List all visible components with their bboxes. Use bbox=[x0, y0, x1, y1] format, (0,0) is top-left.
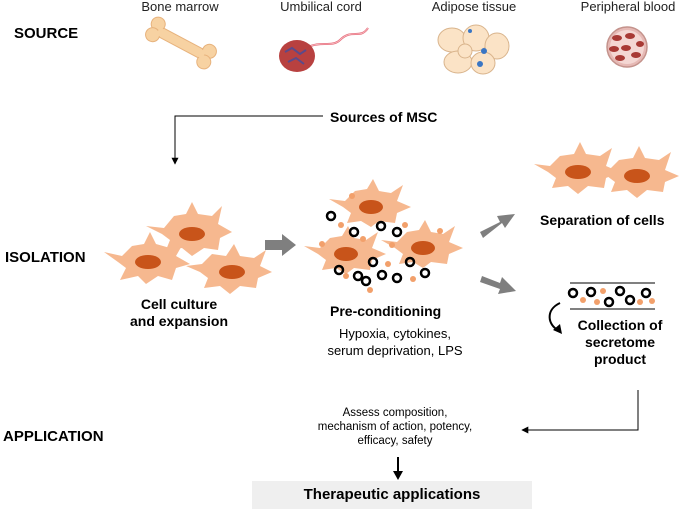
separation-label: Separation of cells bbox=[540, 212, 665, 228]
precond-dots bbox=[319, 193, 443, 293]
source-label-peripheral-blood: Peripheral blood bbox=[580, 0, 676, 14]
culture-label: Cell culture and expansion bbox=[124, 296, 234, 330]
source-label-umbilical-cord: Umbilical cord bbox=[280, 0, 362, 14]
precond-vesicles bbox=[325, 210, 431, 287]
down-arrow-therapeutic bbox=[393, 457, 403, 480]
collection-label-line1: Collection of bbox=[577, 317, 663, 333]
therapeutic-box bbox=[252, 481, 532, 509]
culture-label-line1: Cell culture bbox=[140, 296, 218, 312]
separated-cells bbox=[534, 142, 679, 198]
adipose-tissue-icon bbox=[437, 24, 510, 75]
gray-arrow-culture-to-precond bbox=[265, 234, 296, 256]
source-label-bone-marrow: Bone marrow bbox=[141, 0, 219, 14]
bone-icon bbox=[145, 16, 217, 70]
preconditioning-title: Pre-conditioning bbox=[330, 303, 442, 319]
gray-arrow-to-separation bbox=[480, 214, 515, 238]
preconditioning-line1: Hypoxia, cytokines, bbox=[339, 326, 451, 341]
gray-arrow-to-collection bbox=[480, 276, 516, 294]
collection-connector-arrow bbox=[521, 390, 639, 434]
collection-label: Collection of secretome product bbox=[560, 317, 680, 368]
collection-label-line2: secretome bbox=[584, 334, 656, 350]
collection-label-line3: product bbox=[593, 351, 647, 367]
culture-cells bbox=[104, 202, 272, 294]
source-label-adipose-tissue: Adipose tissue bbox=[431, 0, 517, 14]
assess-line1: Assess composition, bbox=[342, 407, 448, 419]
precond-cells bbox=[304, 179, 463, 274]
secretome-tube bbox=[548, 282, 655, 334]
umbilical-cord-icon bbox=[279, 27, 369, 72]
assess-line3: efficacy, safety bbox=[357, 435, 433, 447]
culture-label-line2: and expansion bbox=[129, 313, 229, 329]
preconditioning-line2: serum deprivation, LPS bbox=[327, 343, 463, 358]
sources-of-msc-label: Sources of MSC bbox=[330, 109, 438, 125]
preconditioning-details: Hypoxia, cytokines, serum deprivation, L… bbox=[300, 325, 490, 359]
assess-label: Assess composition, mechanism of action,… bbox=[300, 406, 490, 448]
peripheral-blood-icon bbox=[606, 26, 648, 68]
stage-application: APPLICATION bbox=[3, 428, 104, 445]
stage-source: SOURCE bbox=[14, 25, 79, 42]
therapeutic-label: Therapeutic applications bbox=[303, 486, 481, 503]
msc-connector-arrow bbox=[171, 115, 323, 165]
assess-line2: mechanism of action, potency, bbox=[317, 421, 473, 433]
stage-isolation: ISOLATION bbox=[5, 249, 86, 266]
